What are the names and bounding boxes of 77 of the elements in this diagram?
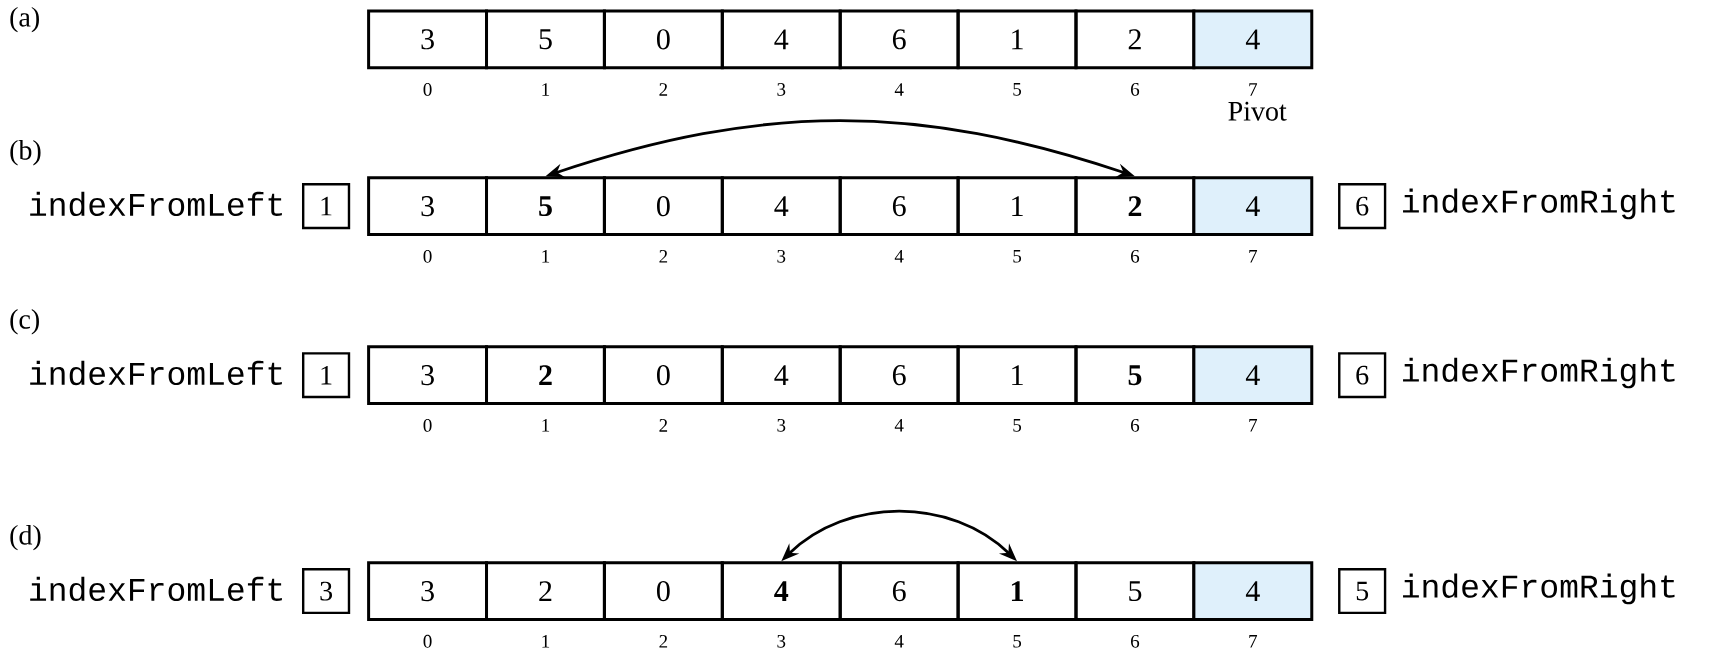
array-cell: 4 <box>720 345 842 406</box>
variable-name: indexFromLeft <box>30 191 282 217</box>
array-cell: 1 <box>956 9 1078 70</box>
index-number: 4 <box>894 419 904 432</box>
variable-name: indexFromRight <box>1403 357 1675 389</box>
index-number: 7 <box>1249 83 1258 96</box>
array-cell: 0 <box>602 176 724 236</box>
index-number: 7 <box>1249 250 1258 263</box>
index-number: 3 <box>777 418 786 432</box>
array-cell: 6 <box>838 176 960 236</box>
array-cell: 2 <box>485 561 606 621</box>
array-cell: 6 <box>838 345 960 406</box>
index-number: 5 <box>1013 634 1022 648</box>
index-number: 2 <box>659 635 668 648</box>
variable-name: indexFromRight <box>1403 188 1675 220</box>
array-cell: 5 <box>485 176 606 236</box>
index-number: 6 <box>1131 83 1140 96</box>
index-box: 1 <box>302 352 351 399</box>
array-cell: 4 <box>1192 345 1314 406</box>
array-cell: 4 <box>1192 176 1314 236</box>
array-cell: 4 <box>720 561 842 621</box>
index-number: 3 <box>777 634 786 648</box>
index-number: 6 <box>1131 634 1140 648</box>
index-number: 5 <box>1013 250 1022 263</box>
index-number: 1 <box>542 83 550 96</box>
array-cell: 6 <box>838 561 960 621</box>
index-box: 5 <box>1338 568 1387 615</box>
index-number: 4 <box>894 635 904 648</box>
index-number: 2 <box>659 83 668 96</box>
panel-label: (d) <box>10 524 41 551</box>
index-box: 3 <box>302 568 351 615</box>
index-number: 0 <box>423 634 432 648</box>
index-number: 1 <box>542 419 550 432</box>
index-number: 6 <box>1131 418 1140 432</box>
index-number: 4 <box>894 83 904 96</box>
index-number: 1 <box>542 635 550 648</box>
array-cell: 1 <box>956 176 1078 236</box>
array-cell: 4 <box>720 9 842 70</box>
panel-label: (b) <box>10 139 41 166</box>
index-number: 5 <box>1013 419 1022 432</box>
array-cell: 4 <box>720 176 842 236</box>
index-number: 2 <box>659 250 668 263</box>
index-box: 1 <box>302 183 351 230</box>
variable-name: indexFromLeft <box>30 576 282 602</box>
index-number: 3 <box>777 83 786 96</box>
index-box: 6 <box>1338 183 1387 230</box>
index-number: 0 <box>423 418 432 432</box>
array-cell: 0 <box>602 561 724 621</box>
array-cell: 3 <box>367 561 488 621</box>
index-box: 6 <box>1338 352 1387 399</box>
variable-name: indexFromLeft <box>30 360 282 386</box>
panel-label: (c) <box>10 309 39 335</box>
index-number: 4 <box>894 250 904 263</box>
array-cell: 3 <box>367 9 488 70</box>
array-cell: 2 <box>485 345 606 406</box>
index-number: 5 <box>1013 83 1022 96</box>
index-number: 1 <box>542 250 550 263</box>
index-number: 3 <box>777 249 786 263</box>
array-cell: 1 <box>956 345 1078 406</box>
array-cell: 0 <box>602 9 724 70</box>
array-cell: 6 <box>838 9 960 70</box>
array-cell: 3 <box>367 176 488 236</box>
pivot-label: Pivot <box>1228 101 1287 121</box>
array-cell: 3 <box>367 345 488 406</box>
index-number: 6 <box>1131 249 1140 263</box>
array-cell: 4 <box>1192 561 1314 621</box>
variable-name: indexFromRight <box>1403 573 1675 605</box>
array-cell: 4 <box>1192 9 1314 70</box>
index-number: 0 <box>423 249 432 263</box>
index-number: 0 <box>423 83 432 96</box>
index-number: 2 <box>659 419 668 432</box>
index-number: 7 <box>1249 635 1258 648</box>
panel-label: (a) <box>10 6 39 33</box>
array-cell: 0 <box>602 345 724 406</box>
index-number: 7 <box>1249 419 1258 432</box>
array-cell: 5 <box>485 9 606 70</box>
array-cell: 1 <box>956 561 1078 621</box>
